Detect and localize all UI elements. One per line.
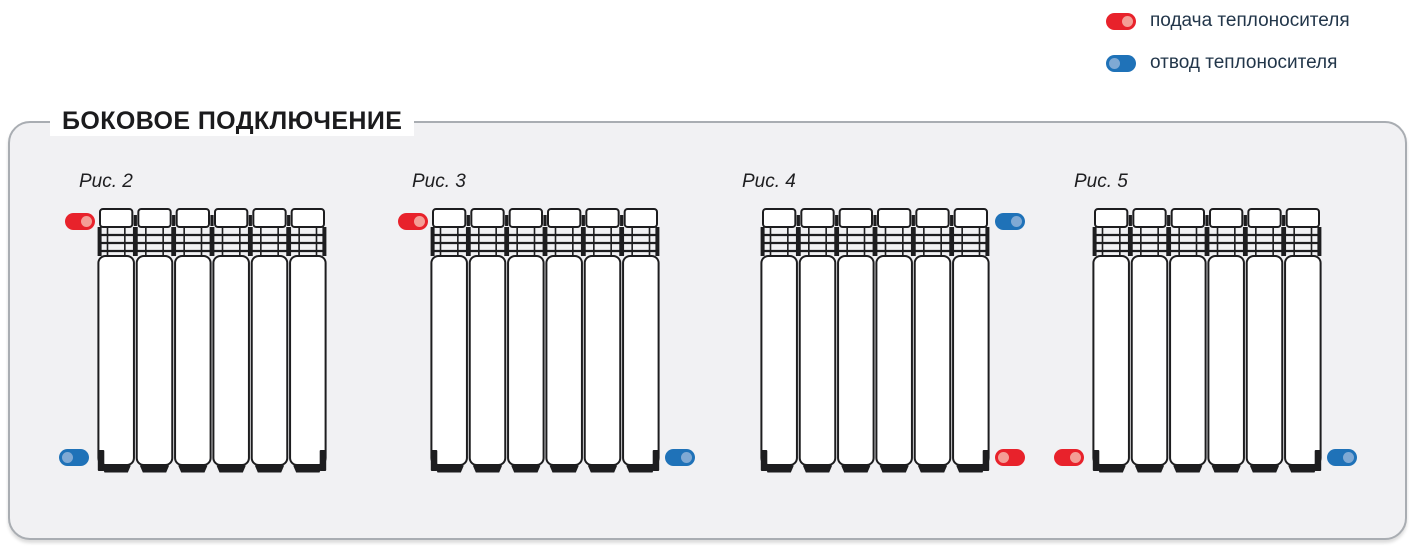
figure-label: Рис. 5 xyxy=(1074,171,1128,192)
figure-5: Рис. 5 xyxy=(1051,168,1381,478)
supply-connector-icon xyxy=(65,213,95,230)
supply-connector-icon xyxy=(1054,449,1084,466)
legend-row-supply: подача теплоносителя xyxy=(1106,5,1350,37)
legend-label-supply: подача теплоносителя xyxy=(1150,10,1350,31)
radiator-drawing xyxy=(760,208,990,473)
figure-label: Рис. 4 xyxy=(742,171,796,192)
return-connector-icon xyxy=(995,213,1025,230)
side-connection-panel: БОКОВОЕ ПОДКЛЮЧЕНИЕ Рис. 2 Рис. 3 Рис. 4… xyxy=(8,107,1407,540)
figure-2: Рис. 2 xyxy=(56,168,386,478)
figure-3: Рис. 3 xyxy=(389,168,719,478)
figure-4: Рис. 4 xyxy=(719,168,1049,478)
figure-label: Рис. 3 xyxy=(412,171,466,192)
radiator-drawing xyxy=(430,208,660,473)
radiator-diagram xyxy=(97,208,327,473)
radiator-diagram xyxy=(430,208,660,473)
return-legend-icon xyxy=(1106,54,1136,72)
legend-label-return: отвод теплоносителя xyxy=(1150,52,1338,73)
figure-label: Рис. 2 xyxy=(79,171,133,192)
radiator-drawing xyxy=(97,208,327,473)
legend-row-return: отвод теплоносителя xyxy=(1106,47,1350,79)
legend: подача теплоносителя отвод теплоносителя xyxy=(1106,5,1350,89)
radiator-diagram xyxy=(760,208,990,473)
return-connector-icon xyxy=(665,449,695,466)
radiator-drawing xyxy=(1092,208,1322,473)
panel-title: БОКОВОЕ ПОДКЛЮЧЕНИЕ xyxy=(50,107,415,136)
return-connector-icon xyxy=(59,449,89,466)
supply-connector-icon xyxy=(995,449,1025,466)
supply-legend-icon xyxy=(1106,12,1136,30)
supply-connector-icon xyxy=(398,213,428,230)
radiator-diagram xyxy=(1092,208,1322,473)
return-connector-icon xyxy=(1327,449,1357,466)
